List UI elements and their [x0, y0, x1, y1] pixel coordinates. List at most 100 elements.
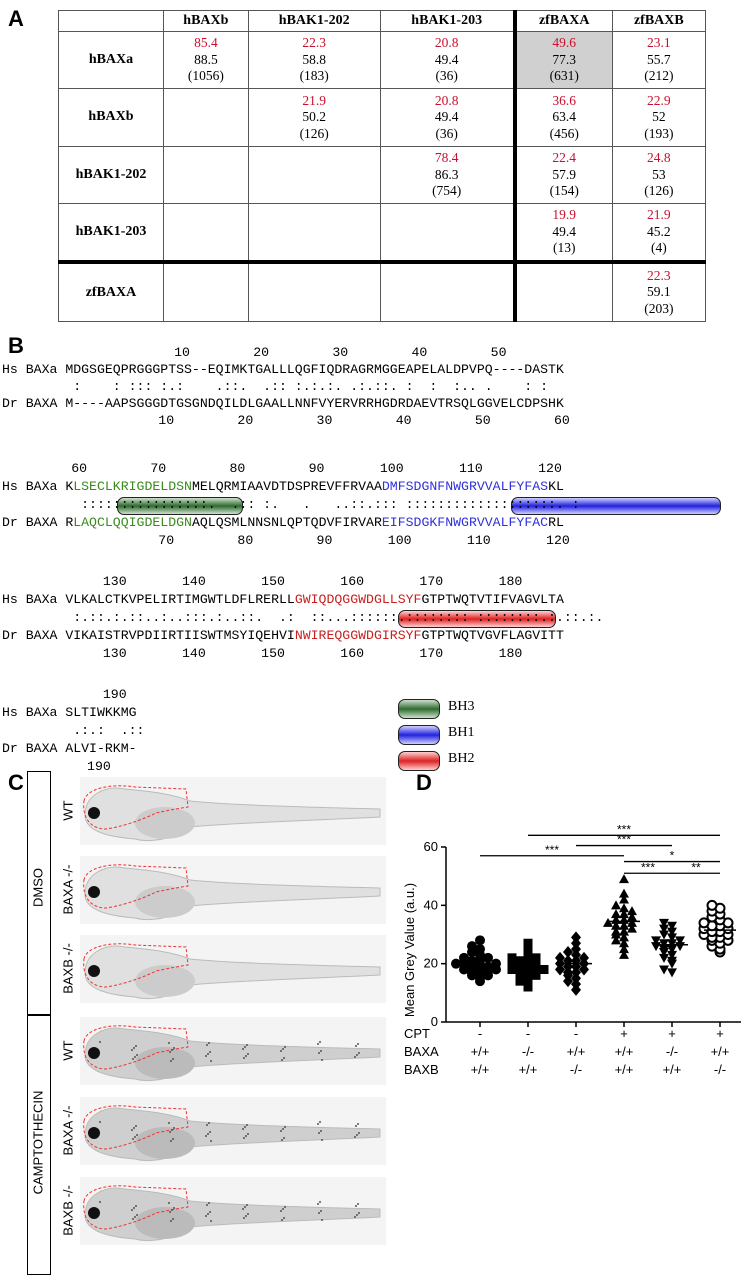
hs-seq: MDGSGEQPRGGGPTSS--EQIMKTGALLLQGFIQDRAGRM… [65, 362, 564, 377]
dr-mid: AQLQSMLNNSNLQPTQDVFIRVAR [191, 515, 382, 530]
cell-score: (183) [299, 68, 329, 84]
data-point [507, 953, 517, 963]
cell-identity: 85.4 [194, 35, 218, 51]
genotype-cell: + [620, 1026, 628, 1041]
alignment-block4-dr: Dr BAXA ALVI-RKM- [2, 741, 137, 756]
data-point [627, 912, 637, 921]
alignment-block4-match: .:.: .:: [2, 723, 145, 738]
data-point [523, 938, 533, 948]
genotype-row-label: CPT [404, 1026, 430, 1041]
cell-score: (193) [644, 125, 674, 141]
significance-label: *** [617, 833, 631, 847]
data-point [619, 938, 629, 948]
cell-identity: 22.9 [647, 92, 671, 108]
data-point [619, 944, 629, 954]
dr-post: RL [548, 515, 564, 530]
larva-drawing [83, 1105, 381, 1161]
row-label: WT [60, 800, 76, 821]
dr-label: Dr BAXA [2, 396, 66, 411]
y-tick-label: 0 [431, 1014, 438, 1029]
cell-similarity: 49.4 [552, 223, 577, 239]
y-axis-label: Mean Grey Value (a.u.) [402, 883, 417, 1017]
cell-identity: 20.8 [434, 92, 459, 108]
legend-bh1-swatch [398, 725, 440, 745]
genotype-cell: -/- [569, 1062, 583, 1077]
cell-identity: 36.6 [552, 92, 577, 108]
data-point [523, 979, 533, 989]
table-cell [247, 202, 381, 263]
cell-score: (1056) [187, 68, 224, 84]
genotype-cell: +/+ [470, 1062, 490, 1077]
data-point [619, 920, 629, 930]
data-point [611, 900, 621, 910]
significance-label: *** [641, 860, 655, 874]
data-point [523, 967, 533, 977]
larva-drawing [83, 1185, 381, 1241]
data-point [611, 926, 621, 936]
cell-identity: 21.9 [302, 92, 326, 108]
data-point [659, 945, 669, 955]
alignment-block4-hs: Hs BAXa SLTIWKKMG [2, 705, 137, 720]
data-point [667, 933, 677, 943]
legend-bh2-label: BH2 [448, 751, 475, 766]
cell-score: (36) [435, 125, 458, 141]
dr-label: Dr BAXA [2, 628, 66, 643]
cell-similarity: 63.4 [552, 109, 577, 125]
data-point [531, 959, 541, 969]
panel-letter-c: C [8, 770, 24, 795]
cell-similarity: 88.5 [194, 51, 218, 67]
data-point [659, 924, 669, 934]
cell-score: (456) [549, 125, 579, 141]
data-point [523, 944, 533, 954]
cell-similarity: 49.4 [434, 51, 459, 67]
cell-score: (631) [549, 68, 579, 84]
data-point [507, 965, 517, 974]
cell-score: (212) [644, 68, 674, 84]
genotype-cell: + [716, 1026, 724, 1041]
cell-identity: 24.8 [647, 150, 671, 166]
significance-label: *** [545, 843, 559, 857]
data-point [619, 894, 629, 904]
data-point [611, 909, 621, 919]
bh2-box [398, 610, 556, 628]
row-header: hBAXb [58, 88, 164, 147]
legend-bh3-label: BH3 [448, 699, 475, 714]
cell-similarity: 57.9 [552, 166, 577, 182]
row-label: BAXA -/- [60, 1105, 76, 1156]
dr-seq: M----AAPSGGGDTGSGNDQILDLGAALLNNFVYERVRRH… [65, 396, 564, 411]
cell-identity: 20.8 [434, 35, 459, 51]
row-label: BAXB -/- [60, 1185, 76, 1236]
data-point [675, 936, 685, 946]
significance-label: * [670, 849, 675, 863]
data-point [555, 951, 565, 964]
data-point [619, 909, 629, 919]
bh3-box [117, 497, 243, 515]
data-point [563, 946, 573, 958]
cell-identity: 23.1 [647, 35, 671, 51]
alignment-block4-numbers-top: 190 [0, 687, 127, 702]
data-point [651, 936, 661, 946]
data-point [659, 930, 669, 940]
data-point [667, 968, 677, 978]
hs-pre: K [65, 479, 74, 494]
cell-identity: 49.6 [552, 35, 577, 51]
dr-pre: VIKAISTRVPDIIRTIISWTMSYIQEHVI [65, 628, 295, 643]
hs-post: GTPTWQTVTIFVAGVLTA [421, 592, 564, 607]
data-point [667, 956, 677, 966]
genotype-cell: +/+ [614, 1044, 634, 1059]
table-cell [247, 260, 381, 323]
panel-letter-d: D [416, 770, 432, 795]
cell-similarity: 86.3 [434, 166, 459, 182]
cell-score: (754) [432, 183, 462, 199]
alignment-block2-dr: Dr BAXA RLAQCLQQIGDELDGNAQLQSMLNNSNLQPTQ… [2, 514, 564, 531]
data-point [667, 921, 677, 931]
genotype-cell: +/+ [614, 1062, 634, 1077]
column-header: hBAK1-202 [247, 10, 381, 32]
data-point [523, 956, 533, 966]
genotype-cell: + [668, 1026, 676, 1041]
